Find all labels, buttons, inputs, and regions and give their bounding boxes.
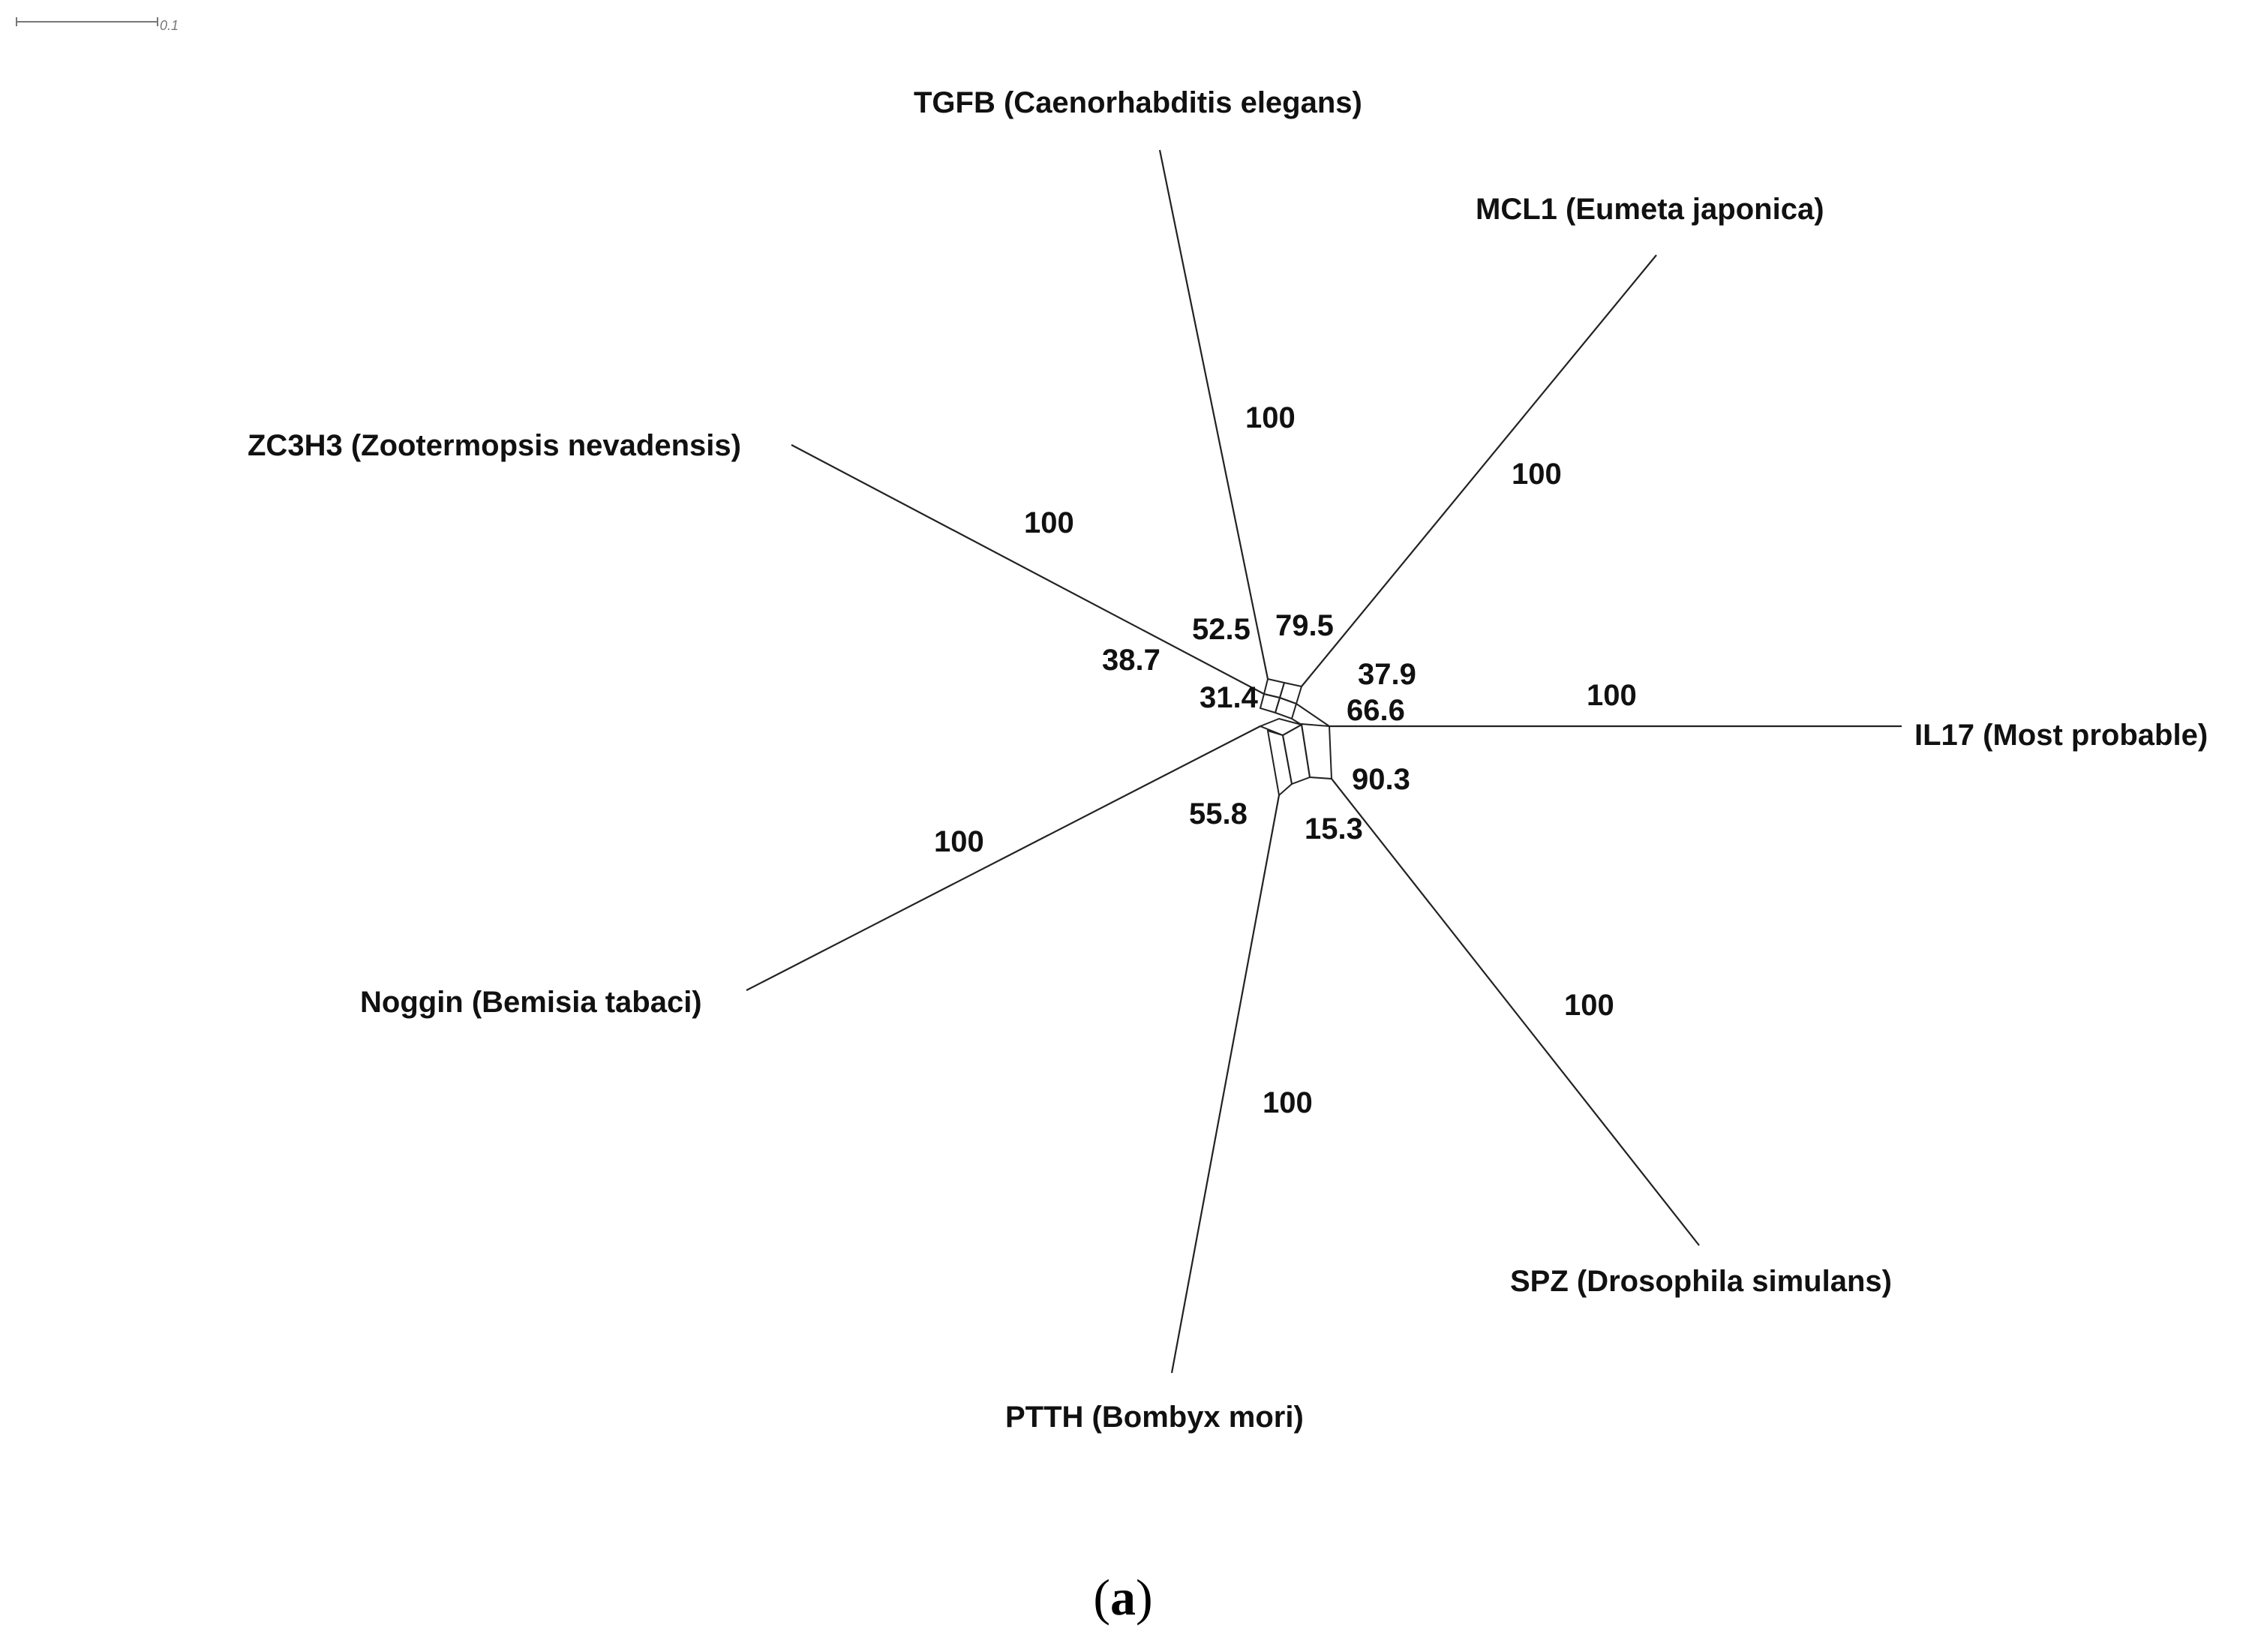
taxon-label-zc3h3: ZC3H3 (Zootermopsis nevadensis): [248, 429, 741, 462]
split-support: 38.7: [1102, 644, 1161, 677]
taxon-label-tgfb: TGFB (Caenorhabditis elegans): [914, 86, 1362, 119]
taxon-label-noggin: Noggin (Bemisia tabaci): [360, 986, 702, 1019]
branch-ptth: [1170, 794, 1281, 1374]
split-support: 79.5: [1275, 609, 1334, 642]
support-mcl1: 100: [1512, 458, 1562, 491]
branch-noggin: [746, 725, 1261, 991]
split-support-values: 52.5 79.5 38.7 37.9 31.4 66.6 90.3 55.8 …: [1102, 609, 1416, 846]
terminal-branches: [746, 149, 1902, 1374]
scale-bar-label: 0.1: [160, 18, 179, 33]
split-support: 37.9: [1358, 658, 1416, 691]
branch-support-values: 100 100 100 100 100 100 100: [934, 401, 1637, 1119]
network-box: [1274, 696, 1298, 720]
network-edge: [1296, 703, 1330, 727]
panel-label-close: ): [1136, 1569, 1153, 1626]
split-support: 90.3: [1352, 763, 1410, 796]
taxon-label-spz: SPZ (Drosophila simulans): [1510, 1265, 1892, 1298]
network-edge: [1291, 718, 1302, 725]
split-support: 31.4: [1200, 681, 1259, 714]
split-support: 15.3: [1305, 812, 1363, 846]
panel-label-letter: a: [1110, 1569, 1136, 1626]
taxon-label-mcl1: MCL1 (Eumeta japonica): [1476, 193, 1824, 226]
scale-bar: 0.1: [16, 17, 179, 33]
network-center: [1258, 677, 1333, 797]
support-noggin: 100: [934, 825, 984, 858]
panel-label-open: (: [1093, 1569, 1110, 1626]
branch-spz: [1331, 778, 1700, 1246]
network-box: [1278, 681, 1303, 705]
taxon-labels: TGFB (Caenorhabditis elegans) MCL1 (Eume…: [248, 86, 2208, 1434]
taxon-label-ptth: PTTH (Bombyx mori): [1005, 1401, 1304, 1434]
support-spz: 100: [1564, 989, 1614, 1022]
panel-label: (a): [0, 1568, 2246, 1627]
branch-zc3h3: [791, 444, 1265, 695]
split-support: 52.5: [1192, 613, 1251, 646]
support-ptth: 100: [1263, 1086, 1313, 1119]
support-zc3h3: 100: [1024, 506, 1074, 539]
branch-mcl1: [1301, 254, 1657, 687]
branch-tgfb: [1158, 149, 1269, 680]
support-il17: 100: [1587, 679, 1637, 712]
split-support: 66.6: [1347, 694, 1405, 727]
taxon-label-il17: IL17 (Most probable): [1914, 719, 2208, 752]
network-box: [1266, 729, 1293, 797]
support-tgfb: 100: [1245, 401, 1296, 434]
split-support: 55.8: [1189, 797, 1248, 831]
